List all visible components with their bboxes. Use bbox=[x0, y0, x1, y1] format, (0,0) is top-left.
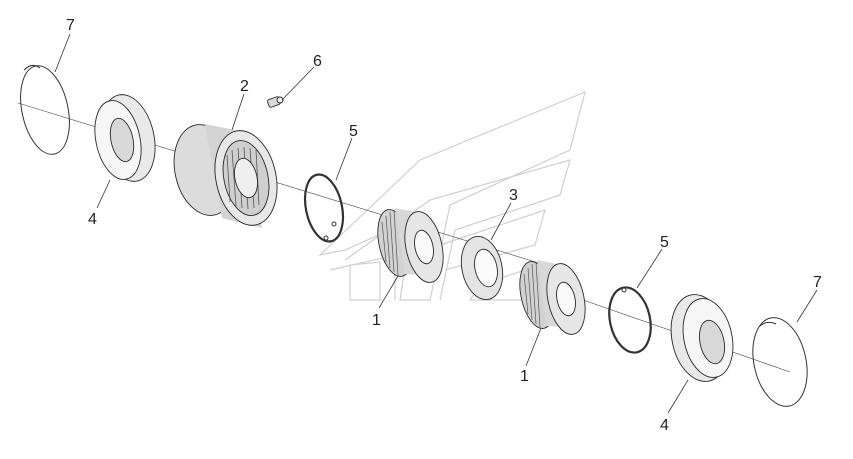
part-4-left-seal bbox=[94, 94, 156, 182]
part-1-upper-gear-hub bbox=[377, 208, 444, 283]
callout-leaders bbox=[54, 33, 818, 414]
callout-labels: 7 2 6 5 1 3 4 5 1 4 7 bbox=[66, 17, 822, 434]
part-6-grease-fitting bbox=[267, 96, 284, 108]
part-7-right-retaining-wire bbox=[752, 317, 808, 407]
part-7-left-retaining-wire bbox=[20, 64, 70, 155]
callout-2: 2 bbox=[240, 78, 249, 95]
callout-7-right: 7 bbox=[813, 274, 822, 291]
callout-6: 6 bbox=[313, 53, 322, 70]
callout-4-right: 4 bbox=[660, 417, 669, 434]
callout-7-left: 7 bbox=[66, 17, 75, 34]
part-4-right-seal bbox=[670, 294, 734, 382]
part-1-lower-gear-hub bbox=[519, 260, 586, 335]
callout-1-lower: 1 bbox=[520, 368, 529, 385]
callout-5-upper: 5 bbox=[349, 123, 358, 140]
callout-5-lower: 5 bbox=[660, 234, 669, 251]
part-3-spacer-ring bbox=[460, 235, 504, 301]
part-5-lower-circlip bbox=[608, 286, 652, 354]
part-5-upper-circlip bbox=[303, 173, 345, 243]
callout-1-upper: 1 bbox=[372, 312, 381, 329]
callout-4-left: 4 bbox=[88, 211, 97, 228]
part-2-bearing-housing bbox=[173, 124, 278, 228]
callout-3: 3 bbox=[509, 187, 518, 204]
